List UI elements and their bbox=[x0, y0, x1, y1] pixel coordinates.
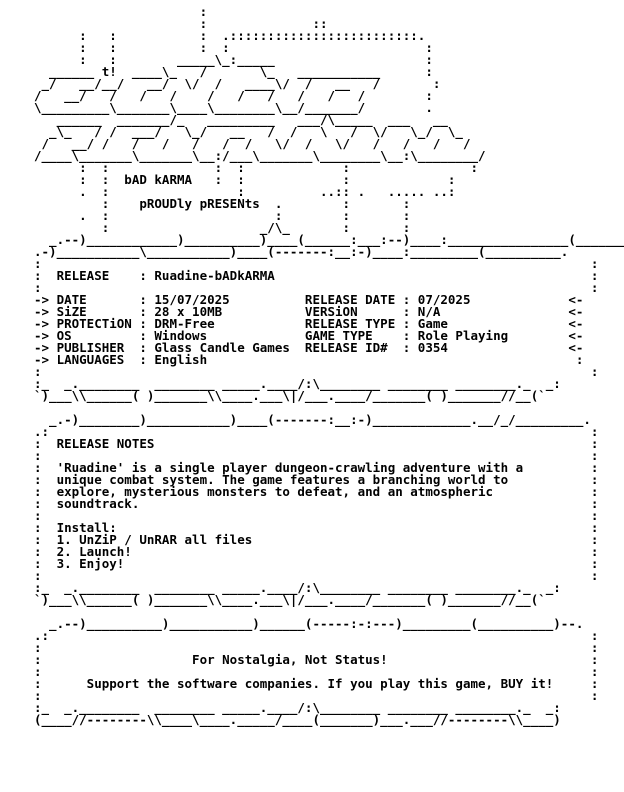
nfo-document: : : :: : : : .:::::::::::::::::::::::::.… bbox=[34, 4, 624, 727]
ascii-logo-art: : : :: : : : .:::::::::::::::::::::::::.… bbox=[34, 4, 624, 247]
release-info-box: .-)___________\___________)____(-------:… bbox=[34, 244, 599, 403]
release-notes-box: _.-)________)___________)____(-------:__… bbox=[34, 412, 599, 607]
footer-box: _.--)__________)___________)______(-----… bbox=[34, 616, 599, 727]
